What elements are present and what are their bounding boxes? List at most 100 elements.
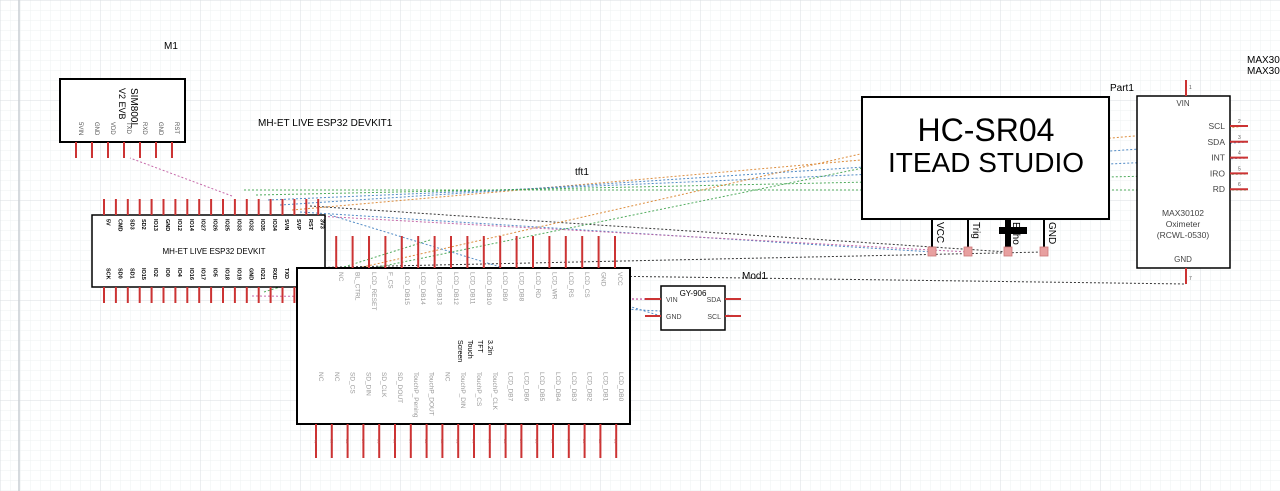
tft-title-line: 3.2in: [486, 340, 493, 355]
sim800l-ref: M1: [164, 41, 178, 52]
max30102-body: [1136, 95, 1231, 269]
tft-bottom-pin-label: LCD_DB3: [570, 372, 577, 402]
tft-title-line: TFT: [476, 340, 483, 354]
hcsr04-pins: VCCTrigEchoGND: [927, 219, 1057, 257]
ratsnest-wire: [255, 173, 1249, 196]
tft-top-pin-label: BL_CTRL: [354, 272, 361, 301]
tft-top-pin-label: GND: [600, 272, 607, 287]
esp32-top-pin-label: IO26: [212, 219, 218, 231]
tft-bottom-pin-number: 24: [566, 439, 571, 444]
esp32-top-pin-label: SD3: [128, 219, 134, 230]
esp32-top-pin-label: SD2: [140, 219, 146, 230]
tft-bottom-pin-label: SD_CLK: [380, 372, 387, 398]
sim800l-body: [59, 78, 186, 143]
esp32-top-pin-label: IO27: [200, 219, 206, 231]
esp32-bottom-pin-label: SD1: [128, 268, 134, 279]
tft-bottom-pin-number: 23: [582, 439, 587, 444]
hcsr04-module[interactable]: HC-SR04 ITEAD STUDIO VCCTrigEchoGND: [861, 96, 1110, 257]
esp32-top-pin-label: IO25: [224, 219, 230, 231]
esp32-bottom-pin-label: GND: [247, 268, 253, 280]
ratsnest-wire: [315, 215, 969, 253]
esp32-bottom-pin-label: IO4: [176, 268, 182, 278]
tft-bottom-pin-label: LCD_DB4: [554, 372, 561, 402]
hcsr04-line1: HC-SR04: [918, 112, 1055, 148]
esp32-bottom-pin-label: IO15: [140, 268, 146, 280]
tft-bottom-pin-label: NC: [317, 372, 324, 382]
tft-top-pin-label: LCD_RS: [567, 272, 574, 298]
tft-bottom-pin-label: TouchP_DOUT: [428, 372, 435, 416]
tft-bottom-pin-number: 27: [519, 439, 524, 444]
tft-top-pin-label: LCD_WR: [550, 272, 557, 300]
max30102-top-pin-number: 1: [1189, 85, 1192, 91]
tft-top-pin-label: LCD_DB11: [468, 272, 475, 305]
esp32-title: MH-ET LIVE ESP32 DEVKIT: [163, 247, 266, 256]
tft-top-pin-label: LCD_CS: [583, 272, 590, 298]
gy906-left-pin-label: GND: [666, 314, 682, 321]
tft-body: [296, 267, 631, 425]
tft-bottom-pin-number: 22: [598, 439, 603, 444]
max30102-clipped-ref2: MAX30: [1247, 66, 1280, 77]
max30102-right-pin-number: 6: [1238, 182, 1241, 188]
tft-top-pin-label: VCC: [616, 272, 623, 286]
tft-top-pin-label: LCD_DB10: [485, 272, 492, 305]
tft-bottom-pin-number: 36: [377, 439, 382, 444]
max30102-right-pin-label: SCL: [1208, 121, 1225, 131]
esp32-top-pin-label: 5V: [105, 219, 111, 226]
esp32-bottom-pin-label: TXD: [283, 268, 289, 279]
hcsr04-line2: ITEAD STUDIO: [888, 147, 1084, 178]
esp32-bottom-pin-label: IO18: [224, 268, 230, 280]
tft-bottom-pin-number: 39: [329, 439, 334, 444]
sim800l-pin-label: GND: [93, 122, 99, 136]
gy906-right-pin-label: SCL: [707, 314, 721, 321]
tft-bottom-pin-label: LCD_DB7: [507, 372, 514, 402]
max30102-right-pin-number: 3: [1238, 135, 1241, 141]
tft-bottom-pin-number: 28: [503, 439, 508, 444]
tft-bottom-pin-label: NC: [443, 372, 450, 382]
esp32-top-pin-label: IO32: [247, 219, 253, 231]
tft-title-line: Screen: [456, 340, 463, 362]
max30102-desc3: (RCWL-0530): [1157, 230, 1210, 240]
hcsr04-pin-pad: [963, 246, 973, 257]
esp32-top-pin-label: IO14: [188, 219, 194, 232]
esp32-bottom-pin-label: IO21: [259, 268, 265, 280]
tft-bottom-pin-label: LCD_DB6: [522, 372, 529, 402]
tft-bottom-pin-label: TouchP_DIN: [459, 372, 466, 409]
esp32-bottom-pin-label: IO0: [164, 268, 170, 277]
tft-bottom-pin-label: LCD_DB0: [617, 372, 624, 402]
sim800l-pin-label: VDD: [109, 122, 115, 135]
tft-pins: VCCGNDLCD_CSLCD_RSLCD_WRLCD_RDLCD_DB8LCD…: [314, 236, 624, 458]
tft-top-pin-label: LCD_DB8: [518, 272, 525, 302]
tft-bottom-pin-number: 30: [472, 439, 477, 444]
gy906-ref: Mod1: [742, 271, 767, 282]
hcsr04-pin-pad: [1003, 246, 1013, 257]
hcsr04-body: [861, 96, 1110, 220]
max30102-ref: Part1: [1110, 83, 1134, 94]
max30102-clipped-ref1: MAX30: [1247, 55, 1280, 66]
tft-bottom-pin-number: 37: [361, 439, 366, 444]
esp32-top-pin-label: IO35: [259, 219, 265, 231]
esp32-body: [91, 214, 326, 288]
hcsr04-pin-label: VCC: [934, 222, 945, 243]
sim800l-title2: V2 EVB: [117, 88, 127, 120]
gy906-title: GY-906: [680, 289, 707, 298]
sim800l-pin-label: 5VIN: [77, 122, 83, 135]
tft-bottom-pin-label: LCD_DB2: [586, 372, 593, 402]
tft-bottom-pin-label: SD_DOUT: [396, 372, 403, 403]
max30102-right-pin-number: 4: [1238, 151, 1241, 157]
max30102-bottom-pin-label: GND: [1174, 255, 1192, 264]
max30102-right-pin-number: 5: [1238, 166, 1241, 172]
esp32-bottom-pin-label: SD0: [116, 268, 122, 279]
max30102-bottom-pin-number: 7: [1189, 276, 1192, 282]
tft-bottom-pin-number: 26: [535, 439, 540, 444]
tft-bottom-pin-number: 25: [551, 439, 556, 444]
esp32-top-pin-label: SVP: [295, 219, 301, 230]
